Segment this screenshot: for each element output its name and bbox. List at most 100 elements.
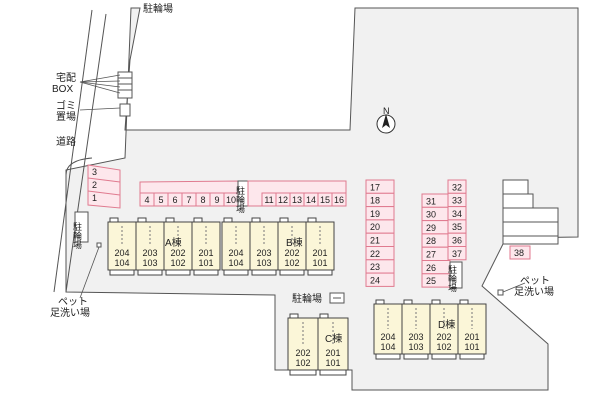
pet-left-label-1: ペット [58,297,88,308]
parking-space-label: 34 [452,209,462,219]
parking-space-label: 37 [452,249,462,259]
parking-space-label: 10 [226,195,236,205]
bicycle-parking-left-label: 駐輪場 [72,221,82,250]
room-number-lower: 102 [436,342,451,352]
room-number-upper: 201 [325,348,340,358]
room-number-lower: 104 [228,258,243,268]
parking-space-label: 18 [370,196,380,206]
parking-space-label: 17 [370,182,380,192]
parking-space-label: 5 [158,195,163,205]
room-number-upper: 204 [380,332,395,342]
parking-space-label: 14 [306,195,316,205]
parking-col-25-31: 31 30 29 28 27 26 25 [421,193,451,288]
parking-space-label: 31 [426,196,436,206]
parking-space-38-box [509,245,531,260]
room-number-upper: 204 [228,248,243,258]
parking-col-32-37: 32 33 34 35 36 37 [447,179,467,261]
parking-space-label: 30 [426,210,436,220]
parking-row-b: 11 12 13 14 15 16 [247,180,347,207]
parking-space-24 [365,272,395,287]
parking-space-label: 20 [370,222,380,232]
pet-left-label-2: 足洗い場 [50,306,90,319]
pet-area-right-pointer [502,282,526,293]
delivery-box-label-2: BOX [52,84,73,95]
parking-space-label: 16 [334,195,344,205]
bicycle-parking-left [74,211,89,243]
room-number-lower: 102 [284,258,299,268]
pet-area-left-pointer [79,246,100,299]
room-number-upper: 201 [198,248,213,258]
parking-space-label: 28 [426,236,436,246]
bicycle-parking-center-label: 駐輪場 [292,292,322,305]
parking-space-label: 35 [452,222,462,232]
delivery-box-stack [117,71,133,99]
room-number-upper: 204 [114,248,129,258]
garbage-label-2: 置場 [56,110,76,123]
bicycle-parking-right [449,261,463,289]
parking-space-label: 19 [370,209,380,219]
parking-space-label: 15 [320,195,330,205]
parking-space-label: 23 [370,262,380,272]
room-number-upper: 202 [436,332,451,342]
garbage-area [119,103,131,117]
room-number-lower: 102 [170,258,185,268]
parking-space-label: 27 [426,250,436,260]
room-number-lower: 101 [198,258,213,268]
parking-space-label: 36 [452,236,462,246]
road-line-2 [53,9,93,293]
room-number-upper: 202 [170,248,185,258]
parking-space-label: 13 [292,195,302,205]
delivery-box-label-1: 宅配 [56,71,76,84]
garbage-pointer [79,107,121,111]
parking-space-label: 4 [144,195,149,205]
room-number-upper: 203 [256,248,271,258]
pet-area-left-marker [96,242,102,248]
delivery-pointer-lines [79,74,121,94]
parking-space-label: 32 [452,182,462,192]
parking-space-37 [447,246,467,261]
building-name: C棟 [325,332,342,345]
pet-right-label-2: 足洗い場 [514,285,554,298]
bicycle-parking-top-label: 駐輪場 [143,2,173,15]
pet-area-right-marker [497,289,504,296]
parking-space-label: 22 [370,249,380,259]
parking-left-column: 3 2 1 [87,164,121,209]
bicycle-parking-row-label: 駐輪場 [235,185,245,214]
parking-space-label: 8 [200,195,205,205]
svg-text:N: N [383,106,390,116]
road-curve [65,157,93,176]
right-structure [502,179,559,245]
room-number-lower: 103 [408,342,423,352]
pet-right-label-1: ペット [520,276,550,287]
room-number-lower: 104 [114,258,129,268]
parking-space-label: 12 [278,195,288,205]
bicycle-parking-right-label: 駐輪場 [447,264,457,293]
parking-space-1: 1 [92,193,97,203]
parking-space-label: 25 [426,276,436,286]
parking-space-label: 26 [426,263,436,273]
room-number-lower: 104 [380,342,395,352]
parking-space-3: 3 [92,167,97,177]
parking-space-label: 6 [172,195,177,205]
parking-space-label: 29 [426,223,436,233]
room-number-upper: 203 [408,332,423,342]
room-number-lower: 103 [142,258,157,268]
parking-space-16 [331,192,347,207]
room-number-lower: 103 [256,258,271,268]
parking-space-label: 11 [264,195,273,205]
parking-space-label: 33 [452,196,462,206]
parking-space-label: 7 [186,195,191,205]
room-number-upper: 203 [142,248,157,258]
building-name: D棟 [438,318,455,331]
north-arrow-icon: N [376,106,396,134]
parking-space-label: 24 [370,275,380,285]
room-number-upper: 201 [464,332,479,342]
road-line-1 [65,13,107,293]
building-name: A棟 [165,236,182,249]
